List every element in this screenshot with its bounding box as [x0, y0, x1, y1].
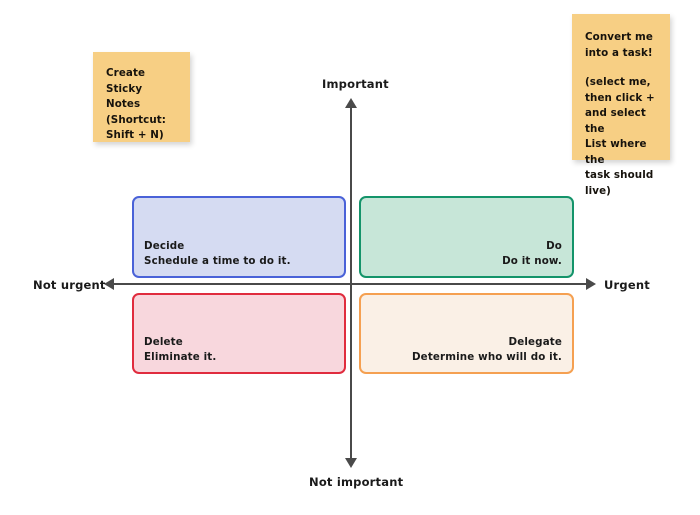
arrow-left-icon: [104, 278, 114, 290]
quadrant-delete[interactable]: Delete Eliminate it.: [132, 293, 346, 374]
horizontal-axis-line: [113, 283, 591, 286]
sticky-convert-spacer: [585, 61, 657, 75]
sticky-create-line-3: (Shortcut:: [106, 113, 167, 126]
sticky-create-line-2: Notes: [106, 98, 141, 110]
sticky-convert-line-4: then click +: [585, 91, 655, 104]
quadrant-do-title: Do: [546, 240, 562, 252]
sticky-convert-line-6: List where the: [585, 138, 647, 166]
quadrant-delete-subtitle: Eliminate it.: [144, 351, 217, 363]
quadrant-delegate[interactable]: Delegate Determine who will do it.: [359, 293, 574, 374]
quadrant-delegate-title: Delegate: [508, 336, 562, 348]
quadrant-do-subtitle: Do it now.: [502, 255, 562, 267]
sticky-note-convert-to-task[interactable]: Convert me into a task! (select me, then…: [572, 14, 670, 197]
sticky-convert-line-8: live): [585, 184, 611, 197]
quadrant-decide-subtitle: Schedule a time to do it.: [144, 255, 291, 267]
quadrant-decide[interactable]: Decide Schedule a time to do it.: [132, 196, 346, 278]
quadrant-delete-text: Delete Eliminate it.: [144, 335, 334, 365]
axis-label-not-urgent: Not urgent: [33, 278, 106, 292]
sticky-note-create-sticky-notes[interactable]: Create Sticky Notes (Shortcut: Shift + N…: [93, 52, 190, 142]
quadrant-do-text: Do Do it now.: [371, 239, 562, 269]
arrow-down-icon: [345, 458, 357, 468]
quadrant-delegate-subtitle: Determine who will do it.: [411, 351, 562, 363]
sticky-create-line-4: Shift + N): [106, 129, 164, 141]
axis-label-not-important: Not important: [309, 475, 404, 489]
arrow-up-icon: [345, 98, 357, 108]
axis-label-urgent: Urgent: [604, 278, 650, 292]
quadrant-decide-text: Decide Schedule a time to do it.: [144, 239, 334, 269]
sticky-convert-line-5: and select the: [585, 107, 646, 135]
quadrant-do[interactable]: Do Do it now.: [359, 196, 574, 278]
sticky-convert-line-3: (select me,: [585, 76, 651, 88]
quadrant-delegate-text: Delegate Determine who will do it.: [371, 335, 562, 365]
quadrant-delete-title: Delete: [144, 336, 183, 348]
sticky-convert-line-1: Convert me: [585, 31, 653, 43]
quadrant-decide-title: Decide: [144, 240, 185, 252]
arrow-right-icon: [586, 278, 596, 290]
axis-label-important: Important: [322, 77, 389, 91]
sticky-convert-line-2: into a task!: [585, 46, 653, 59]
sticky-convert-line-7: task should: [585, 169, 654, 181]
sticky-create-line-1: Create Sticky: [106, 67, 146, 95]
